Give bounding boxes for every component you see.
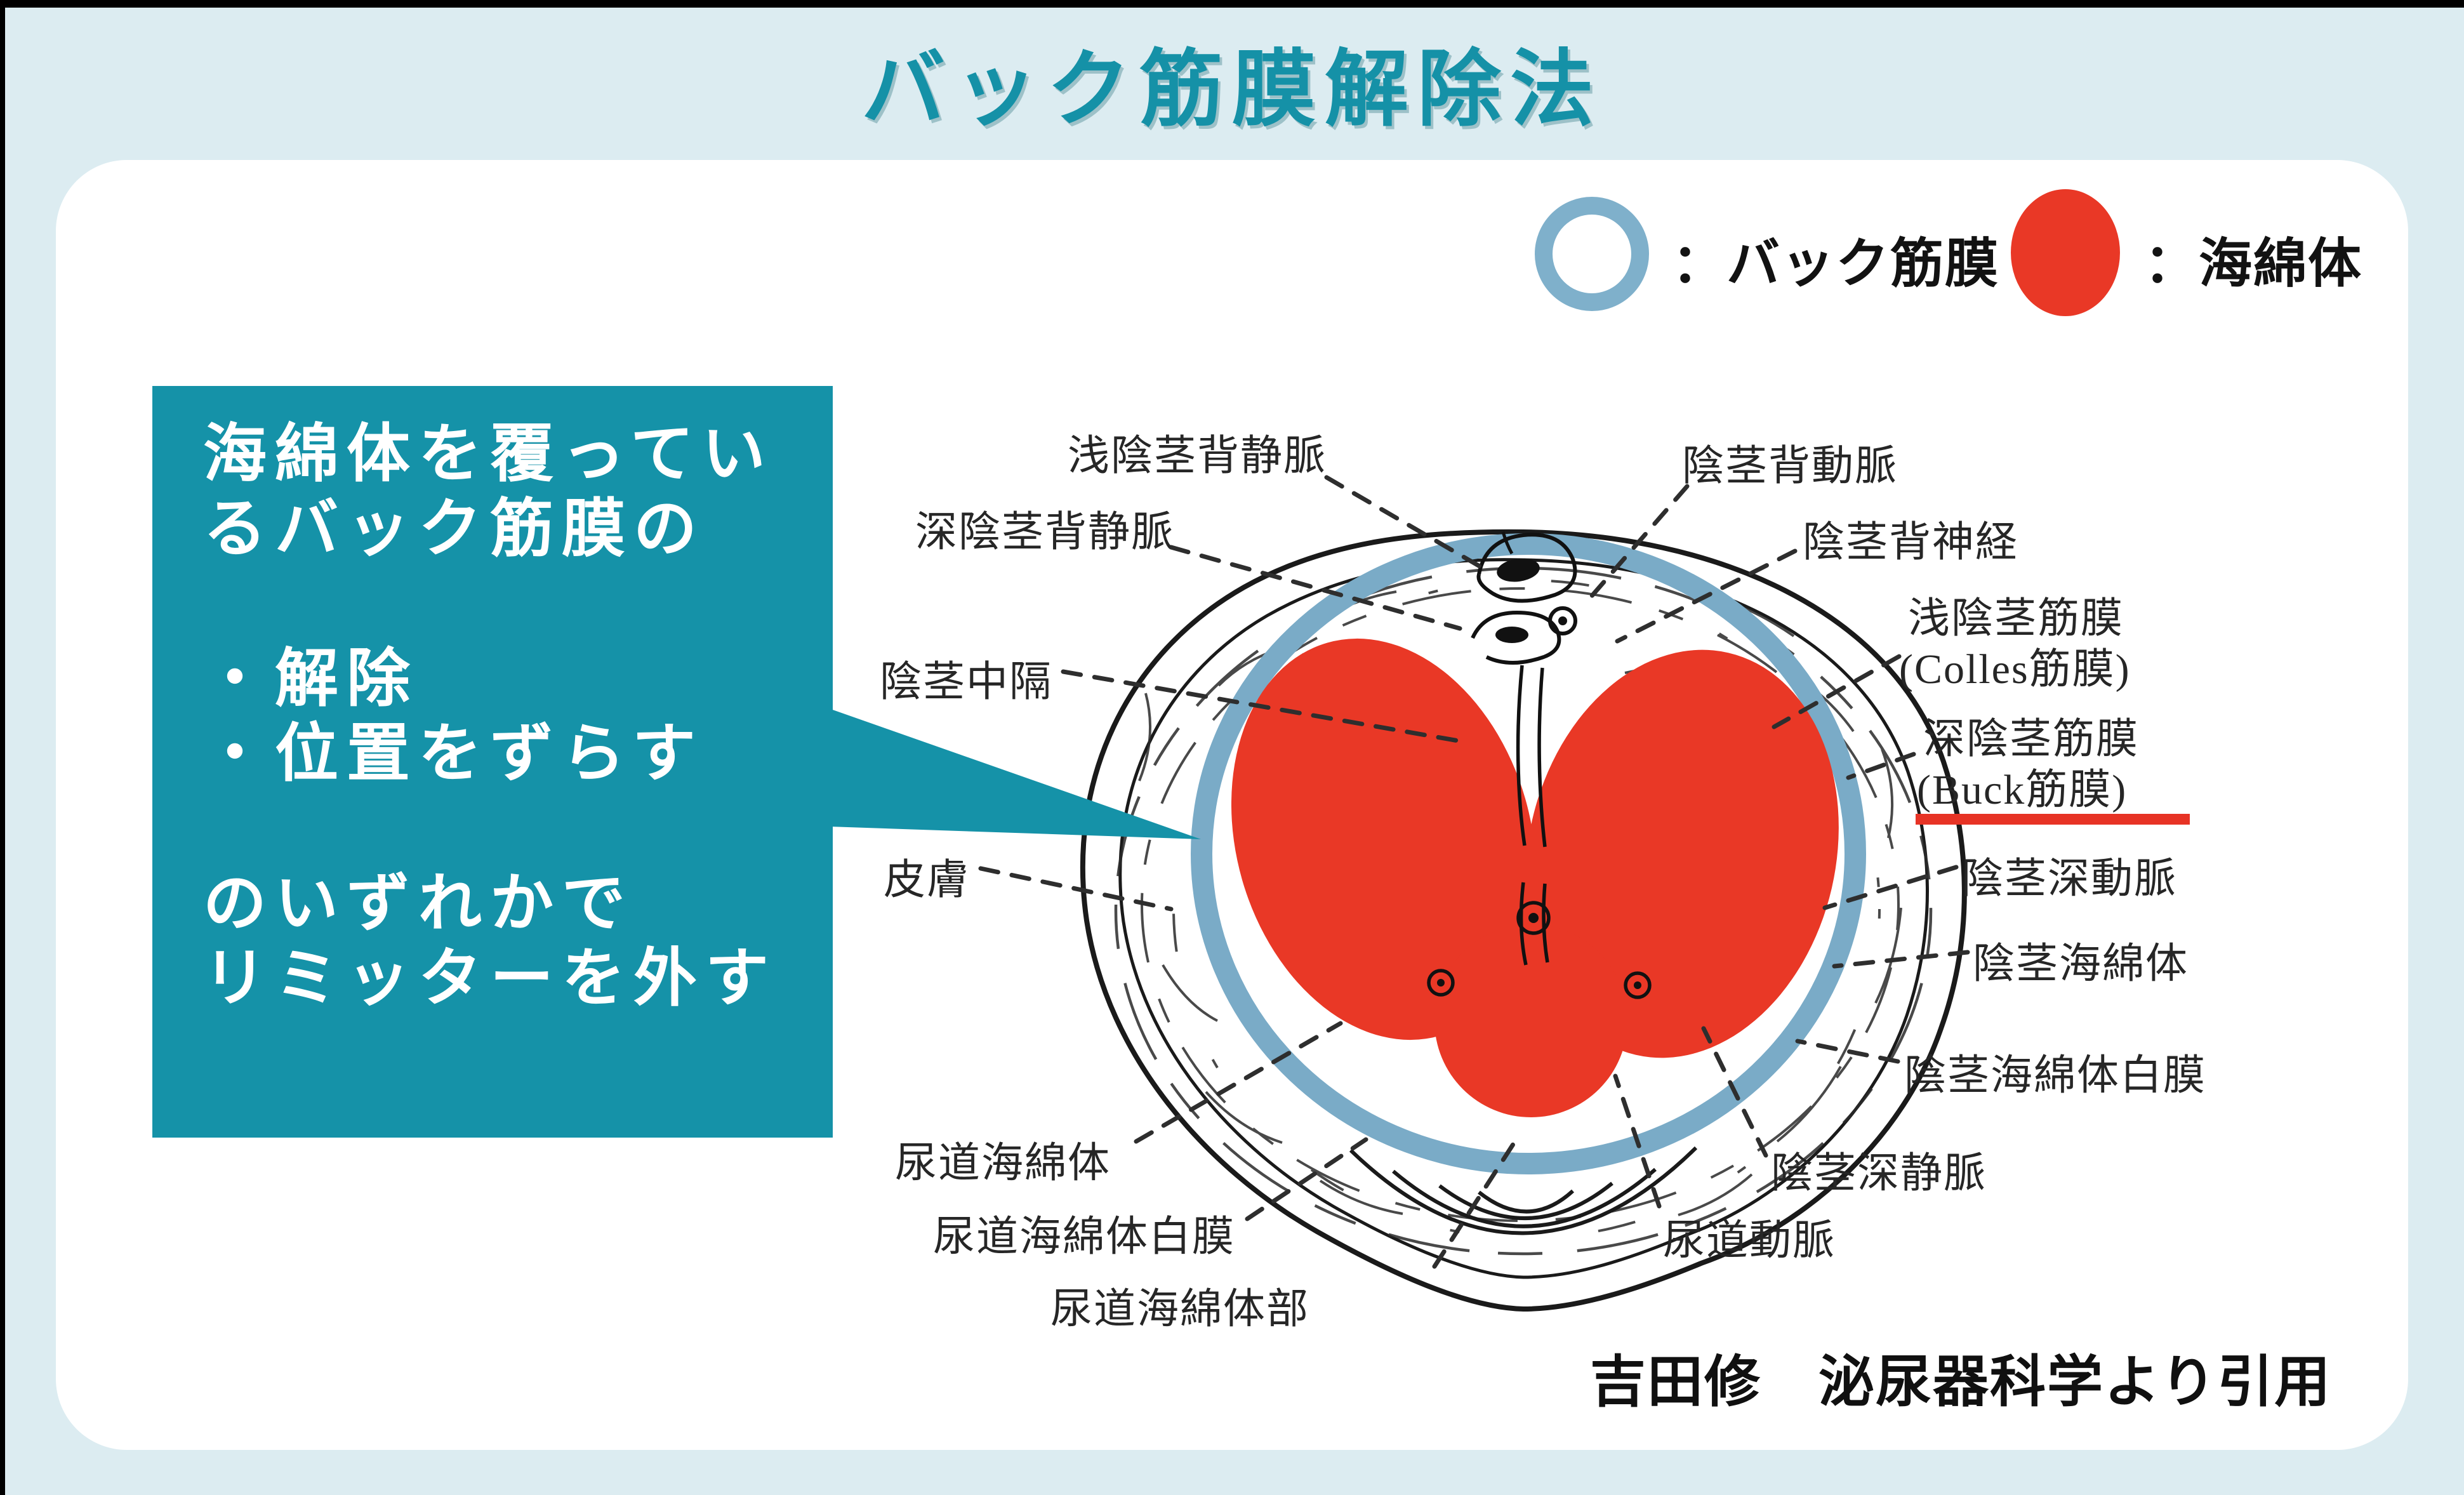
corpora-shapes bbox=[1231, 638, 1839, 1117]
label-spongy-urethra: 尿道海綿体部 bbox=[1050, 1286, 1309, 1332]
buck-fascia-ring bbox=[1191, 533, 1866, 1174]
dorsal-vein-detail bbox=[1471, 531, 1577, 665]
callout-line: ・解除 bbox=[203, 643, 418, 714]
callout-line bbox=[203, 566, 833, 641]
label-deep-fascia-line1: 深陰茎筋膜 bbox=[1923, 716, 2139, 762]
callout-line: 海綿体を覆ってい bbox=[203, 418, 774, 489]
callout-line bbox=[203, 791, 833, 866]
label-superficial-dorsal-vein: 浅陰茎背静脈 bbox=[1068, 433, 1327, 479]
callout-box: 海綿体を覆ってい るバック筋膜の ・解除 ・位置をずらす のいずれかで リミッタ… bbox=[152, 386, 833, 1138]
label-deep-vein: 陰茎深静脈 bbox=[1771, 1150, 1987, 1197]
label-deep-dorsal-vein: 深陰茎背静脈 bbox=[915, 509, 1174, 555]
label-deep-fascia-line2: (Buck筋膜) bbox=[1917, 767, 2128, 813]
callout-line: ・位置をずらす bbox=[203, 718, 704, 789]
callout-line: のいずれかで bbox=[203, 868, 633, 939]
citation: 吉田修 泌尿器科学より引用 bbox=[1590, 1350, 2332, 1413]
corpus-cavernosum-right-shape bbox=[1525, 649, 1839, 1058]
corpus-cavernosum-left-shape bbox=[1231, 638, 1537, 1040]
label-superficial-fascia-line1: 浅陰茎筋膜 bbox=[1908, 595, 2124, 642]
frame-edge-left bbox=[0, 0, 5, 1495]
label-cavernosum-albuginea: 陰茎海綿体白膜 bbox=[1904, 1053, 2206, 1099]
leader-lines bbox=[978, 475, 1970, 1269]
buck-fascia-legend-icon bbox=[1535, 197, 1649, 311]
legend-label-buck: ：バック筋膜 bbox=[1672, 234, 2000, 293]
buck-fascia-red-underline bbox=[1916, 814, 2190, 825]
label-superficial-fascia-line2: (Colles筋膜) bbox=[1899, 646, 2131, 693]
cavernosum-legend-icon bbox=[2011, 189, 2120, 316]
label-deep-artery: 陰茎深動脈 bbox=[1961, 856, 2177, 902]
label-dorsal-nerve: 陰茎背神経 bbox=[1803, 519, 2018, 566]
callout-pointer bbox=[829, 708, 1201, 839]
label-dorsal-artery: 陰茎背動脈 bbox=[1682, 443, 1898, 489]
legend-label-cavernosum: ：海綿体 bbox=[2144, 234, 2363, 293]
callout-line: リミッターを外す bbox=[203, 943, 777, 1014]
frame-edge-top bbox=[0, 0, 2464, 8]
label-corpus-cavernosum: 陰茎海綿体 bbox=[1973, 941, 2189, 987]
septum-detail bbox=[1427, 665, 1652, 999]
label-skin: 皮膚 bbox=[884, 857, 970, 903]
label-penile-septum: 陰茎中隔 bbox=[880, 659, 1052, 705]
label-spongiosum-albuginea: 尿道海綿体白膜 bbox=[933, 1214, 1235, 1260]
callout-line: るバック筋膜の bbox=[203, 493, 705, 564]
label-urethral-artery: 尿道動脈 bbox=[1663, 1218, 1836, 1264]
label-corpus-spongiosum: 尿道海綿体 bbox=[895, 1140, 1111, 1186]
corpus-spongiosum-shape bbox=[1434, 924, 1627, 1117]
urethra-detail bbox=[1349, 1146, 1698, 1235]
page-title: バック筋膜解除法 bbox=[861, 43, 1603, 136]
